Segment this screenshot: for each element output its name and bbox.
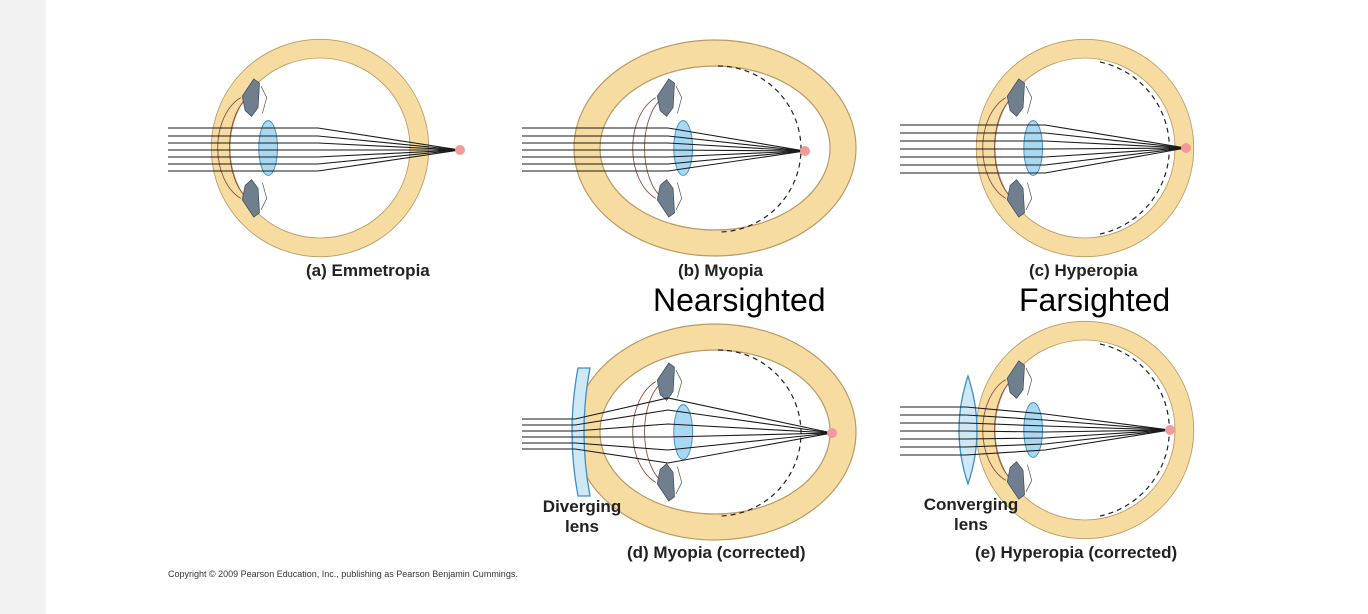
converging-lens-line2: lens (953, 515, 989, 534)
diverging-lens-line2: lens (564, 517, 600, 536)
caption-myopia-corrected: (d) Myopia (corrected) (627, 543, 806, 562)
diverging-lens-icon (571, 367, 591, 497)
eye-hyperopia-corrected (900, 321, 1194, 538)
label-farsighted: Farsighted (1019, 282, 1171, 318)
diverging-lens-line1: Diverging (542, 497, 622, 516)
caption-hyperopia: (c) Hyperopia (1029, 261, 1138, 280)
left-margin-strip (0, 0, 46, 614)
caption-hyperopia-corrected: (e) Hyperopia (corrected) (975, 543, 1178, 562)
converging-lens-icon (958, 373, 978, 487)
caption-myopia: (b) Myopia (678, 261, 763, 280)
label-converging-lens: Converging lens (911, 495, 1031, 535)
converging-lens-line1: Converging (923, 495, 1019, 514)
caption-emmetropia: (a) Emmetropia (306, 261, 430, 280)
eye-emmetropia (168, 39, 465, 256)
eye-myopia-corrected (522, 323, 857, 541)
label-nearsighted: Nearsighted (653, 282, 826, 318)
eye-myopia (522, 39, 857, 257)
eye-hyperopia (900, 39, 1194, 256)
focal-point-a (455, 145, 465, 155)
copyright-notice: Copyright © 2009 Pearson Education, Inc.… (168, 569, 518, 579)
label-diverging-lens: Diverging lens (522, 497, 642, 537)
